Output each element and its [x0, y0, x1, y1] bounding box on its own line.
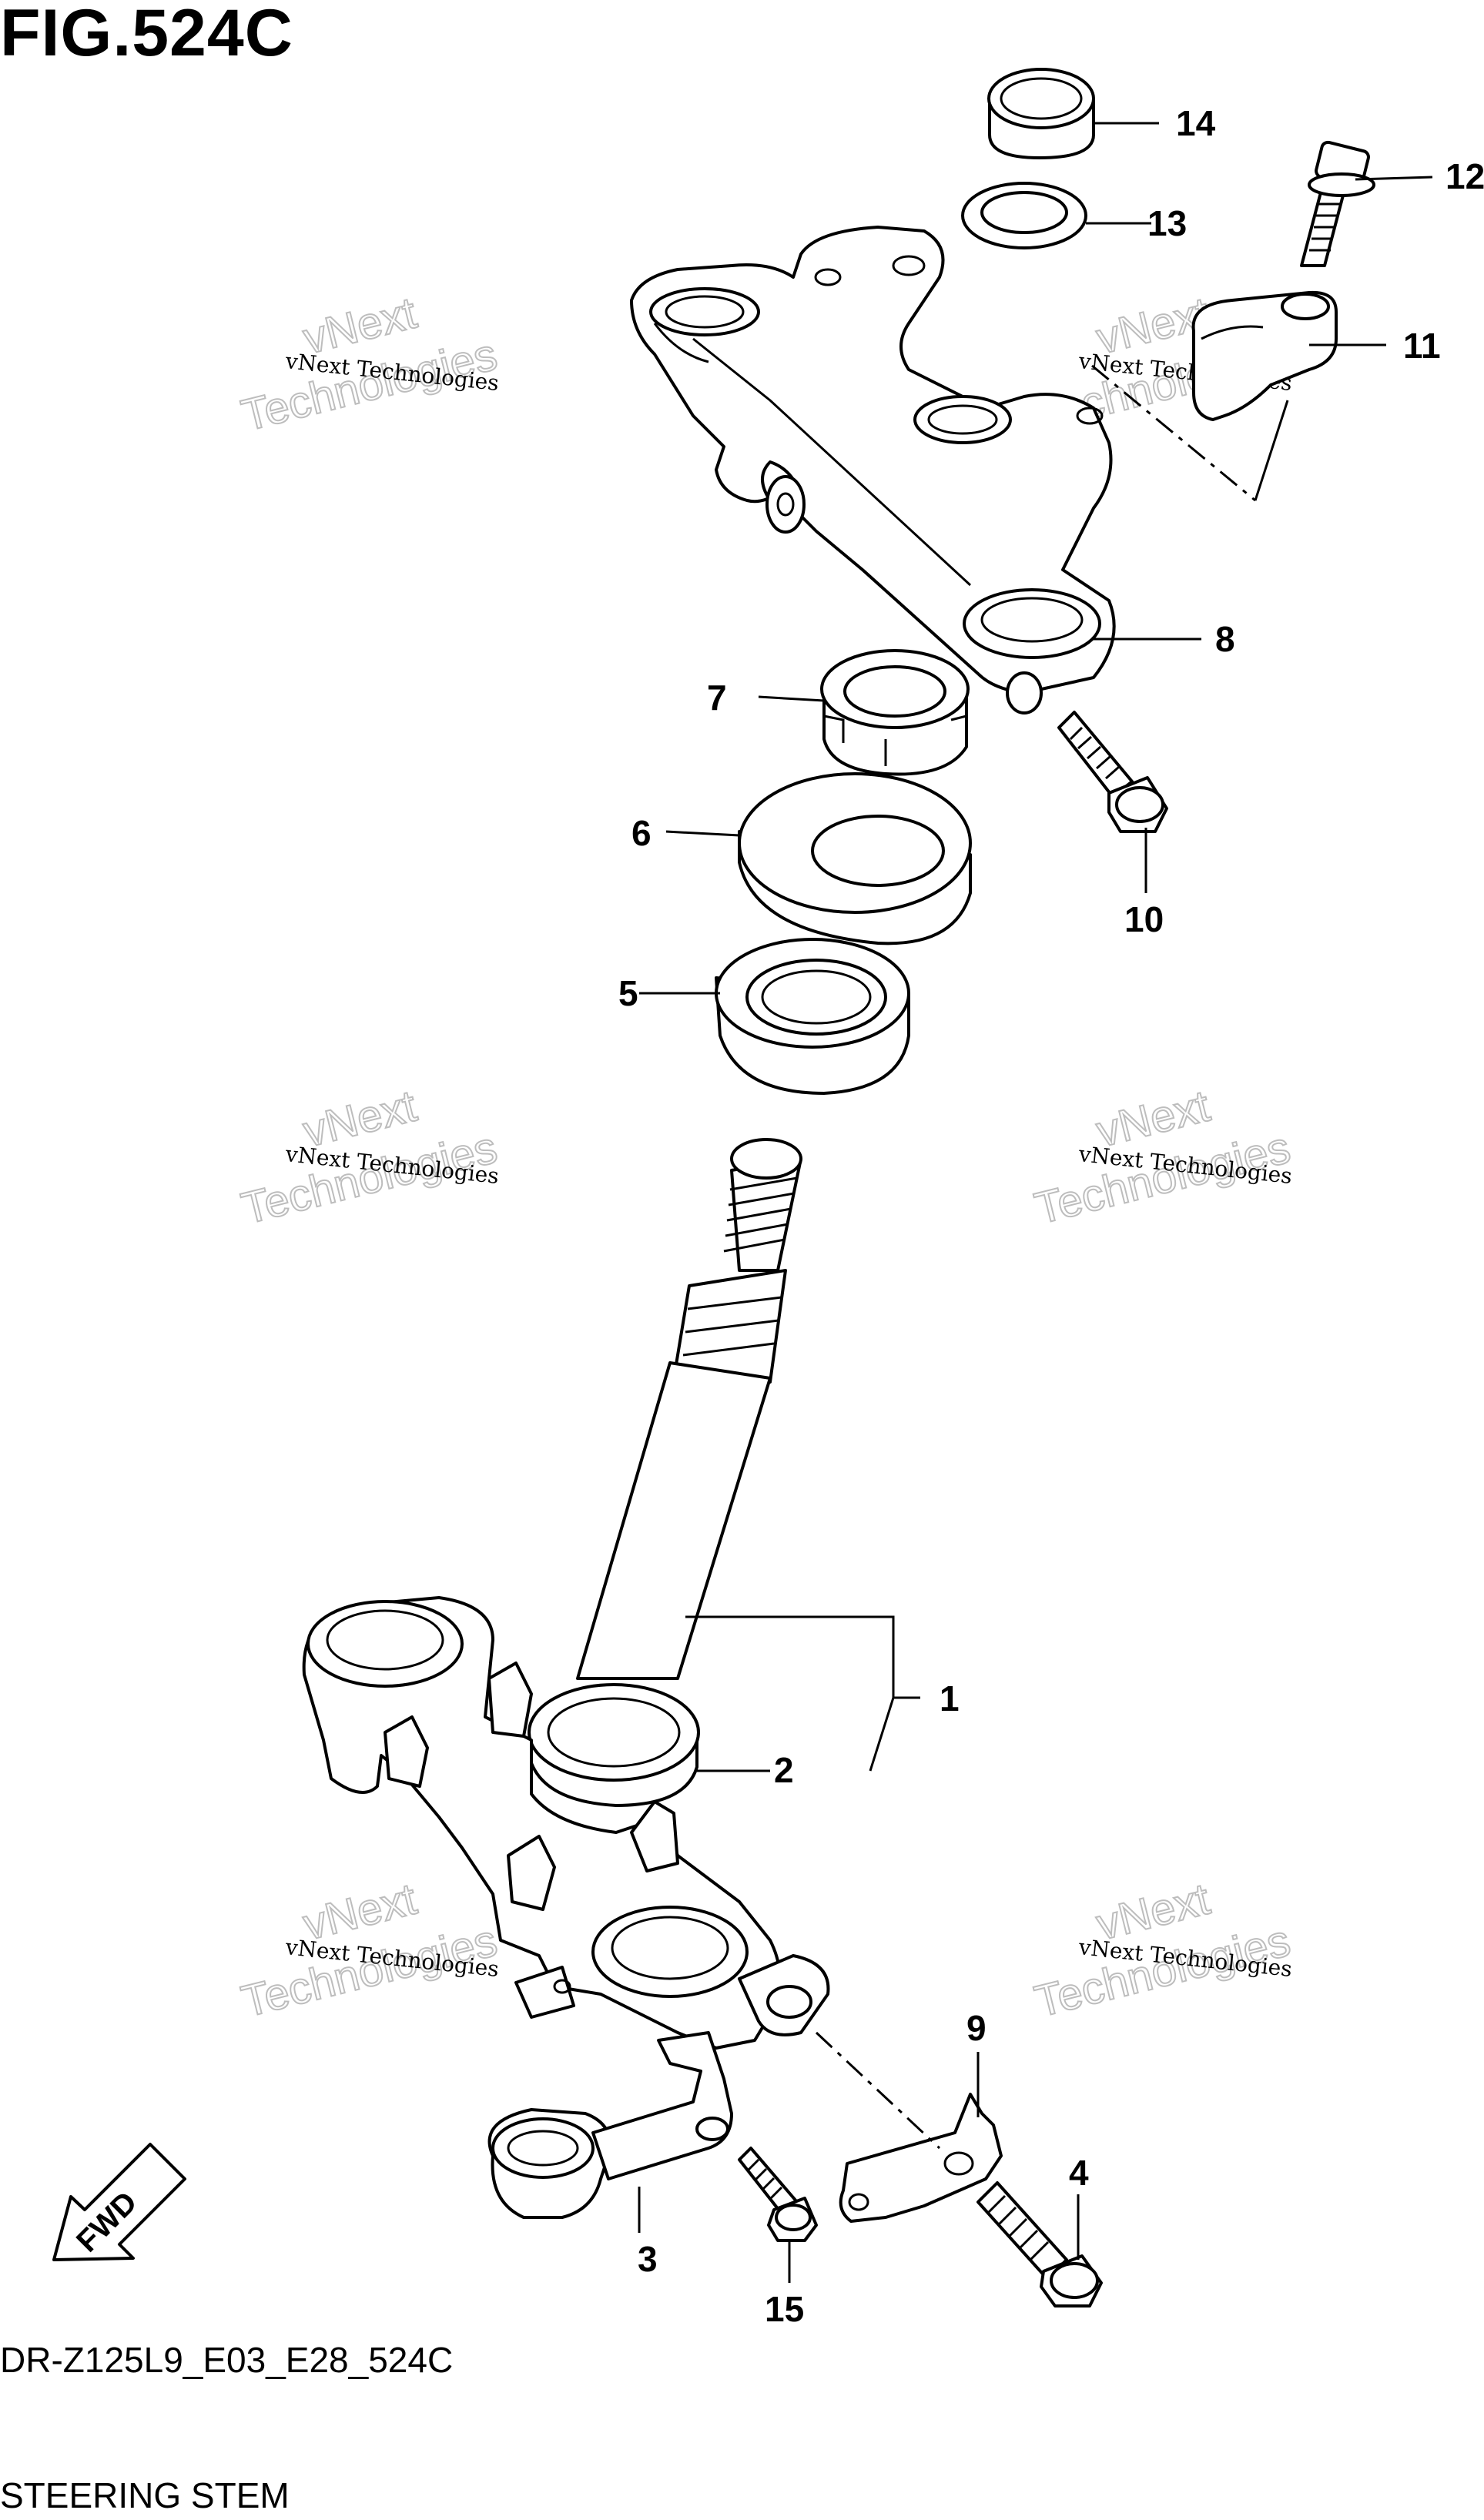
callout-13: 13: [1147, 203, 1187, 243]
callout-labels: 1 2 3 4 5 6 7 8 9 10 11 12 13 14 15: [618, 103, 1484, 2329]
callout-4: 4: [1069, 2153, 1089, 2193]
part-8-upper-bracket: [630, 226, 1116, 715]
part-13-washer: [961, 182, 1087, 249]
part-9-plate: [839, 2093, 1003, 2223]
part-12-bolt: [1300, 140, 1375, 267]
part-14-cap: [987, 68, 1095, 159]
part-5-bearing: [715, 938, 910, 1095]
callout-11: 11: [1403, 326, 1441, 366]
callout-14: 14: [1176, 103, 1216, 143]
watermark-mid-left: vNext Technologies vNext Technologies: [236, 1080, 502, 1235]
watermark-bottom-right: vNext Technologies vNext Technologies: [1029, 1873, 1295, 2028]
callout-7: 7: [707, 678, 727, 718]
model-code: DR-Z125L9_E03_E28_524C: [0, 2340, 454, 2380]
part-11-holder: [1191, 290, 1338, 421]
callout-2: 2: [774, 1750, 794, 1790]
part-7-nut: [820, 649, 970, 776]
callout-8: 8: [1215, 619, 1235, 659]
part-6-dust-seal: [738, 772, 972, 945]
callout-6: 6: [631, 813, 652, 853]
callout-15: 15: [765, 2289, 804, 2329]
part-1-steering-stem: [576, 1138, 802, 1680]
part-10-bolt: [1057, 711, 1168, 833]
callout-5: 5: [618, 973, 638, 1013]
callout-10: 10: [1124, 899, 1164, 939]
part-1-lower-bracket: [302, 1596, 830, 2050]
part-4-bolt: [976, 2181, 1103, 2307]
leader-lines: [638, 122, 1433, 2283]
watermark-top-left: vNext Technologies vNext Technologies: [236, 287, 502, 442]
callout-12: 12: [1445, 156, 1484, 196]
part-2-lower-bearing: [528, 1683, 700, 1807]
part-15-bolt: [738, 2147, 818, 2242]
figure-title: FIG.524C: [0, 0, 293, 70]
callout-1: 1: [940, 1678, 960, 1718]
watermark-bottom-left: vNext Technologies vNext Technologies: [236, 1873, 502, 2028]
figure-caption: STEERING STEM: [0, 2475, 290, 2515]
watermark-mid-right: vNext Technologies vNext Technologies: [1029, 1080, 1295, 1235]
callout-3: 3: [638, 2239, 658, 2279]
callout-9: 9: [966, 2008, 987, 2048]
part-3-guide: [487, 2031, 733, 2219]
fwd-arrow-icon: FWD: [52, 2143, 186, 2261]
